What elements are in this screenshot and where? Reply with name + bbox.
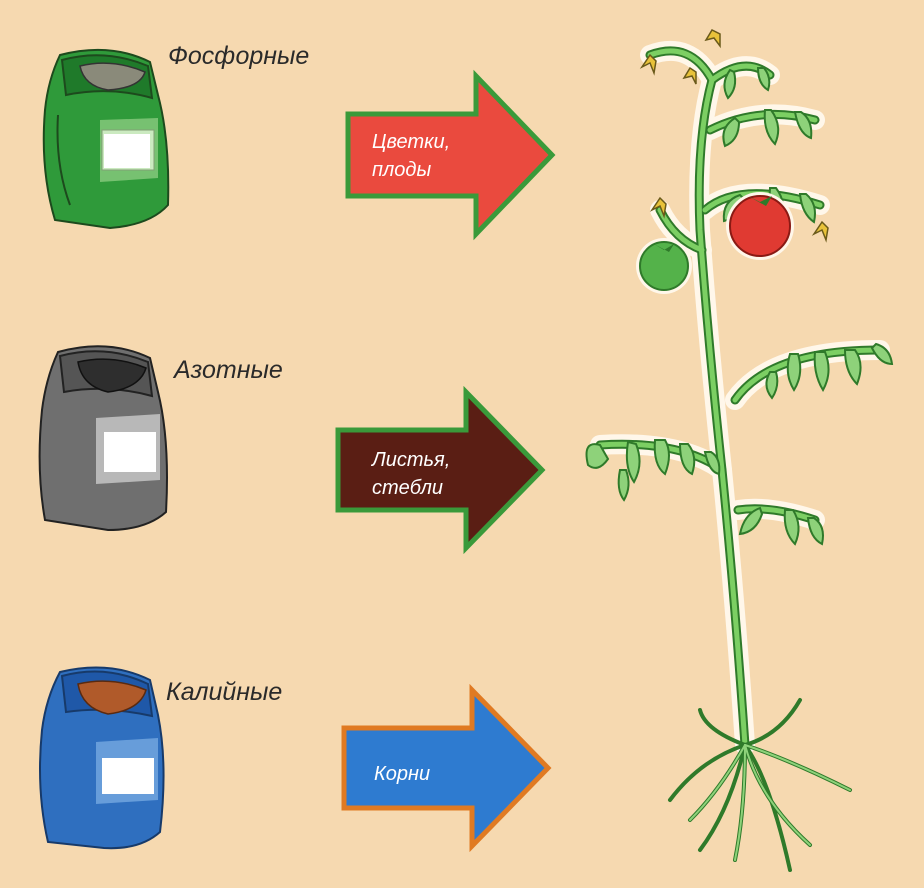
arrow-flowers-line1: Цветки, [372,131,450,153]
potassium-bag [39,666,165,850]
arrow-leaves-line1: Листья, [370,449,450,471]
arrow-flowers-line2: плоды [372,159,431,181]
nitrogen-label: Азотные [172,356,283,384]
phosphorus-bag [42,48,170,230]
arrow-roots: Корни [341,683,552,853]
phosphorus-label: Фосфорные [168,42,309,70]
nitrogen-bag [38,345,168,532]
arrow-flowers-fruits: Цветки, плоды [345,69,556,241]
arrow-leaves-line2: стебли [372,477,443,499]
arrow-roots-line1: Корни [374,763,430,785]
ripe-tomato [729,195,791,257]
unripe-tomato [639,241,689,291]
tomato-plant [585,29,894,872]
potassium-label: Калийные [166,678,282,706]
arrow-leaves-stems: Листья, стебли [335,385,546,555]
